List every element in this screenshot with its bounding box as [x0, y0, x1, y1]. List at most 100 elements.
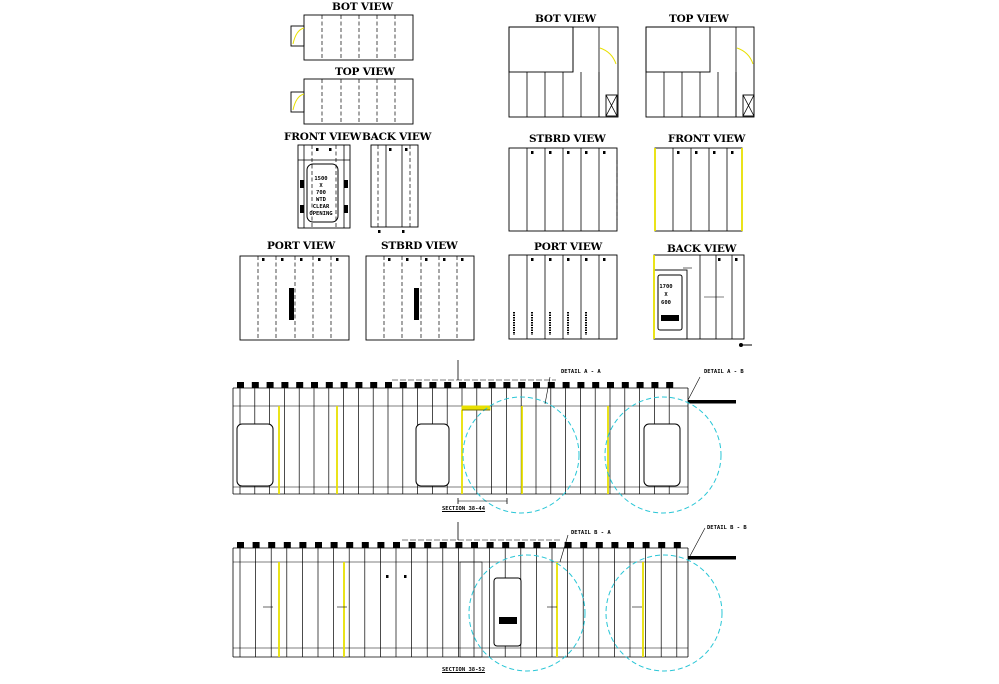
section-2-stiffener-cap [424, 542, 432, 548]
section-2-caption: SECTION 38-52 [442, 667, 486, 673]
label-top-view-2: TOP VIEW [669, 13, 729, 25]
section-2-stiffener-cap [283, 542, 291, 548]
hatch-cross-icon [605, 94, 618, 117]
door-swing-icon [599, 47, 617, 65]
frame-number-tag [329, 148, 332, 151]
section-2-door-opening [493, 577, 522, 647]
back-view-1-outline [370, 144, 419, 228]
frame-number-tag [318, 258, 321, 261]
label-bot-view-2: BOT VIEW [535, 13, 596, 25]
section-1-stiffener-cap [488, 382, 496, 388]
section-2-detail-b-label: DETAIL B - B [707, 525, 747, 531]
section-2-stiffener-cap [252, 542, 260, 548]
section-2-stiffener-cap [439, 542, 447, 548]
frame-number-tag [402, 230, 405, 233]
section-2-detail-a-circle [468, 554, 586, 672]
section-2-detail-a-leader [559, 534, 569, 563]
section-2-stiffener-cap [658, 542, 666, 548]
section-1-stiffener-cap [444, 382, 452, 388]
frame-number-tag [677, 151, 680, 154]
section-1-stiffener-cap [518, 382, 526, 388]
frame-number-tag [585, 258, 588, 261]
stbrd-view-1-window-slot [414, 288, 419, 320]
frame-number-tag [406, 258, 409, 261]
section-1-stiffener-cap [459, 382, 466, 388]
frame-number-tag [718, 258, 721, 261]
bot-view-1-outline [303, 14, 414, 61]
frame-number-tag [567, 151, 570, 154]
section-2-stiffener-cap [549, 542, 556, 548]
hatch-cross-icon [742, 94, 755, 117]
section-1-stiffener-cap [651, 382, 659, 388]
frame-number-tag [461, 258, 464, 261]
front-view-1-door-opening [306, 163, 339, 223]
section-2-door-bay [459, 561, 483, 658]
frame-number-tag [425, 258, 428, 261]
section-2-detail-a-label: DETAIL B - A [571, 530, 611, 536]
section-2-stiffener-cap [361, 542, 369, 548]
label-stbrd-view-2: STBRD VIEW [529, 133, 606, 145]
back-view-2-door-plate [661, 315, 679, 321]
top-view-2-cutout [645, 26, 711, 73]
frame-number-tag [378, 230, 381, 233]
bot-view-2-cutout [508, 26, 574, 73]
section-1-stiffener-cap [266, 382, 274, 388]
section-1-stiffener-cap [281, 382, 289, 388]
frame-number-tag [603, 151, 606, 154]
front-view-1-outline [297, 144, 351, 229]
section-2-stiffener-cap [564, 542, 572, 548]
door-swing-icon [292, 93, 305, 111]
frame-number-tag [531, 151, 534, 154]
front-view-2-outline [654, 147, 743, 232]
section-1-detail-a-label: DETAIL A - A [561, 369, 601, 375]
frame-number-tag [404, 575, 407, 578]
section-1-stiffener-cap [547, 382, 555, 388]
frame-number-tag [549, 151, 552, 154]
section-1-stiffener-cap [311, 382, 318, 388]
section-1-detail-b-circle [604, 396, 722, 514]
section-1-stiffener-cap [340, 382, 348, 388]
label-stbrd-view-1: STBRD VIEW [381, 240, 458, 252]
front-view-1-hinge [344, 205, 348, 213]
section-1-stiffener-cap [666, 382, 674, 388]
hatch-cross-icon [605, 94, 618, 117]
section-1-stiffener-cap [296, 382, 304, 388]
section-1-stiffener-cap [429, 382, 437, 388]
hatch-cross-icon [742, 94, 755, 117]
section-1-stiffener-cap [414, 382, 422, 388]
section-2-stiffener-cap [393, 542, 400, 548]
label-back-view-1: BACK VIEW [362, 131, 432, 143]
frame-number-tag [695, 151, 698, 154]
front-view-1-hinge [344, 180, 348, 188]
frame-number-tag [567, 258, 570, 261]
section-2-stiffener-cap [627, 542, 634, 548]
back-view-2-door-opening [657, 274, 683, 331]
section-1-door-opening-c [643, 423, 681, 487]
section-1-door-opening-b [415, 423, 450, 487]
section-1-caption: SECTION 38-44 [442, 506, 486, 512]
front-view-1-hinge [300, 205, 304, 213]
back-view-2-outline [653, 254, 745, 340]
section-1-extension-bar [688, 400, 736, 404]
section-1-stiffener-cap [473, 382, 481, 388]
frame-number-tag [336, 258, 339, 261]
frame-number-tag [531, 258, 534, 261]
frame-number-tag [443, 258, 446, 261]
front-view-1-hinge [300, 180, 304, 188]
section-1-stiffener-cap [251, 382, 259, 388]
section-2-stiffener-cap [330, 542, 338, 548]
bot-view-1-door-frame [290, 25, 305, 47]
section-2-stiffener-cap [471, 542, 478, 548]
top-view-1-door-frame [290, 91, 305, 113]
section-2-stiffener-cap [580, 542, 588, 548]
section-1-stiffener-cap [533, 382, 540, 388]
frame-number-tag [713, 151, 716, 154]
frame-number-tag [405, 148, 408, 151]
frame-number-tag [603, 258, 606, 261]
section-1-stiffener-cap [325, 382, 333, 388]
section-2-stiffener-cap [268, 542, 276, 548]
